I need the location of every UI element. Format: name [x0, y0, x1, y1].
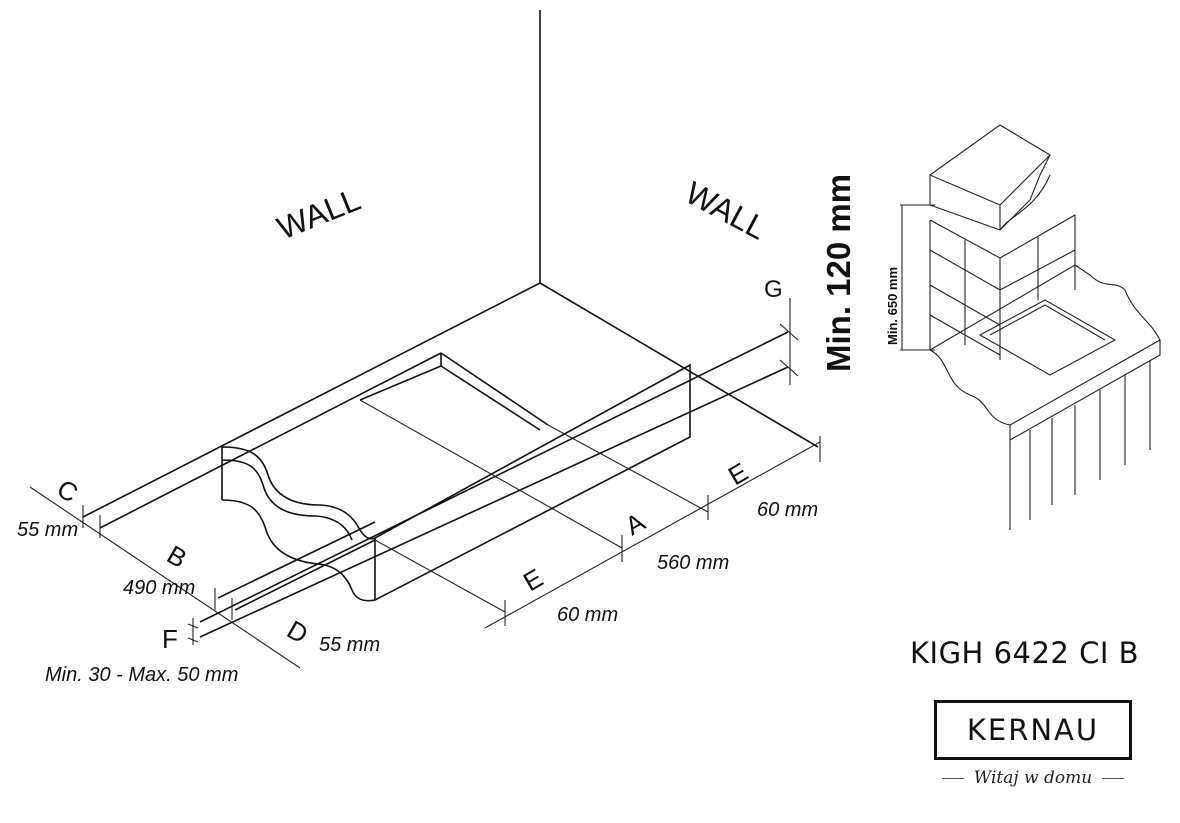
- dimension-line-depth: [29, 486, 301, 669]
- label-d: D: [282, 614, 313, 649]
- brand-name: KERNAU: [966, 713, 1100, 747]
- label-c: C: [52, 473, 83, 508]
- countertop-front-edge-bottom: [199, 366, 789, 638]
- dim-f-value: Min. 30 - Max. 50 mm: [45, 664, 238, 686]
- hob-body: [374, 363, 691, 602]
- label-a: A: [620, 506, 651, 541]
- dimension-f-ticks: [187, 618, 199, 645]
- dimension-line-width: [484, 436, 821, 629]
- hob-cutout: [359, 352, 549, 431]
- kitchen-inset-illustration: [900, 124, 1161, 530]
- right-wall-base: [539, 282, 819, 448]
- brand-slogan: Witaj w domu: [934, 768, 1132, 788]
- model-number: KIGH 6422 CI B: [910, 636, 1140, 670]
- dimension-g-ticks: [779, 298, 799, 385]
- dim-d-value: 55 mm: [319, 634, 380, 656]
- label-e-back: E: [723, 457, 753, 492]
- dim-e-front-value: 60 mm: [557, 604, 618, 626]
- slogan-divider-left: [941, 777, 964, 779]
- offset-line-d2: [234, 539, 376, 611]
- countertop-front-edge-top: [199, 331, 789, 623]
- countertop-back-edge: [99, 352, 442, 529]
- label-b: B: [162, 539, 192, 574]
- dim-a-value: 560 mm: [657, 552, 729, 574]
- dim-b-value: 490 mm: [123, 577, 195, 599]
- left-wall-base: [82, 282, 541, 518]
- dim-e-back-value: 60 mm: [757, 499, 818, 521]
- label-g: G: [764, 276, 783, 303]
- dim-c-value: 55 mm: [17, 519, 78, 541]
- wall-left-label: WALL: [272, 181, 365, 247]
- slogan-text: Witaj w domu: [973, 768, 1093, 788]
- inset-min-650-label: Min. 650 mm: [885, 267, 900, 345]
- slogan-divider-right: [1102, 777, 1125, 779]
- extension-lines: [359, 399, 709, 613]
- countertop-section: [221, 446, 376, 602]
- min-height-label: Min. 120 mm: [820, 174, 857, 372]
- label-f: F: [162, 624, 178, 654]
- wall-right-label: WALL: [680, 174, 773, 246]
- kernau-logo: KERNAU: [934, 700, 1132, 760]
- label-e-front: E: [518, 563, 548, 598]
